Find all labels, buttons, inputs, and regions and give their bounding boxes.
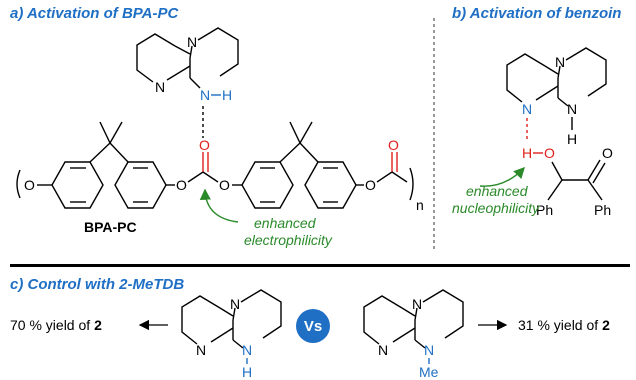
right-yield-text: 31 % yield of 2: [518, 317, 610, 333]
benzoin-tbd-n-h-atom: N: [567, 101, 577, 117]
electrophilicity-note-line1: enhanced: [254, 215, 317, 231]
terminal-carbonyl-o-atom: O: [388, 137, 399, 153]
tbd-n-imine-atom: N: [155, 79, 165, 95]
polymer-o-3-atom: O: [219, 177, 230, 193]
polymer-o-2-atom: O: [176, 177, 187, 193]
horizontal-divider: [10, 264, 630, 267]
control-tbd-h-atom: H: [242, 364, 252, 380]
control-tbd-n-bridge-atom: N: [230, 296, 240, 312]
panel-c-metdb-molecule: N N N Me: [363, 289, 464, 380]
polymer-o-left-atom: O: [24, 177, 35, 193]
section-b-title: b) Activation of benzoin: [452, 5, 621, 22]
left-yield-text: 70 % yield of 2: [10, 317, 102, 333]
benzoin-ph-left: Ph: [536, 202, 553, 218]
panel-a-polymer: O O O O O: [16, 121, 424, 213]
control-tbd-n-h-atom: N: [242, 342, 252, 358]
nucleophilicity-note-line1: enhanced: [466, 183, 529, 199]
panel-b-benzoin-molecule: H O O Ph Ph: [522, 145, 613, 218]
electrophilicity-arrow: [199, 188, 239, 223]
metdb-n-imine-atom: N: [378, 342, 388, 358]
panel-b-tbd-molecule: N N N H: [506, 47, 607, 147]
benzoin-ph-right: Ph: [594, 202, 611, 218]
nucleophilicity-arrow: [479, 166, 525, 187]
vs-badge: [296, 309, 330, 343]
control-tbd-n-imine-atom: N: [196, 342, 206, 358]
vs-label: Vs: [304, 318, 322, 335]
panel-a-tbd-molecule: N N N H: [136, 27, 239, 138]
nucleophilicity-note-line2: nucleophilicity: [452, 200, 540, 216]
benzoin-tbd-n-bridge-atom: N: [555, 54, 565, 70]
section-a-title: a) Activation of BPA-PC: [10, 5, 180, 22]
bpa-pc-label: BPA-PC: [84, 219, 137, 235]
carbonyl-o-atom: O: [199, 137, 210, 153]
benzoin-tbd-h-atom: H: [567, 131, 577, 147]
metdb-me-group: Me: [419, 364, 439, 380]
metdb-n-me-atom: N: [424, 342, 434, 358]
section-c-title: c) Control with 2-MeTDB: [10, 276, 184, 293]
benzoin-tbd-n-imine-atom: N: [522, 101, 532, 117]
panel-c-tbd-molecule: N N N H: [181, 289, 282, 380]
benzoin-h-atom: H: [522, 145, 532, 161]
electrophilicity-note-line2: electrophilicity: [244, 232, 333, 248]
benzoin-ketone-o-atom: O: [602, 145, 613, 161]
tbd-n-bridge-atom: N: [187, 34, 197, 50]
tbd-h-atom: H: [222, 87, 232, 103]
polymer-o-4-atom: O: [365, 177, 376, 193]
polymer-repeat-n: n: [416, 197, 424, 213]
metdb-n-bridge-atom: N: [412, 296, 422, 312]
tbd-n-h-atom: N: [200, 87, 210, 103]
benzoin-hydroxyl-o-atom: O: [544, 145, 555, 161]
